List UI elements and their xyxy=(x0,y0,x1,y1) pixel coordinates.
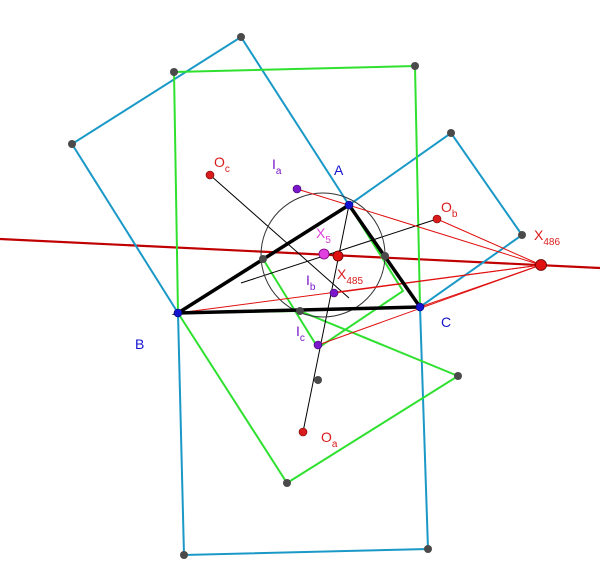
ray-ib-x486 xyxy=(333,264,542,294)
label-oa: Oa xyxy=(321,429,338,450)
label-x486: X486 xyxy=(534,227,560,248)
corner-point xyxy=(424,545,432,553)
point-ib xyxy=(329,288,339,298)
i-points xyxy=(292,184,339,350)
vertex-c xyxy=(415,302,425,312)
label-c: C xyxy=(441,314,451,330)
label-b: B xyxy=(135,336,144,352)
corner-point xyxy=(314,376,322,384)
label-ic: Ic xyxy=(296,323,305,344)
corner-point xyxy=(180,551,188,559)
label-ia: Ia xyxy=(272,156,282,177)
line-oc-ob xyxy=(209,174,350,299)
point-oc xyxy=(205,170,215,180)
label-oc: Oc xyxy=(214,154,230,175)
point-ob xyxy=(432,214,442,224)
label-x485: X485 xyxy=(337,266,363,287)
label-ib: Ib xyxy=(306,272,316,293)
ray-c-x486 xyxy=(419,264,542,308)
corner-point xyxy=(259,255,267,263)
corner-point xyxy=(237,33,245,41)
point-ia xyxy=(292,184,302,194)
point-ic xyxy=(313,340,323,350)
green-square-on-ab xyxy=(261,203,405,350)
x485-x486-line xyxy=(0,237,600,270)
point-oa xyxy=(298,427,308,437)
construction-lines xyxy=(209,174,438,433)
line-oa-through xyxy=(302,204,350,433)
label-x5: X5 xyxy=(316,225,331,246)
corner-point xyxy=(518,231,526,239)
square-corners xyxy=(68,33,526,559)
point-x486 xyxy=(535,259,547,271)
vertex-b xyxy=(173,308,183,318)
point-x5 xyxy=(318,248,330,260)
corner-point xyxy=(68,140,76,148)
corner-point xyxy=(296,307,304,315)
corner-point xyxy=(283,479,291,487)
corner-point xyxy=(411,62,419,70)
ray-ia-x486 xyxy=(296,188,542,266)
vertex-a xyxy=(344,200,354,210)
corner-point xyxy=(381,252,389,260)
square-centers xyxy=(205,170,442,437)
label-a: A xyxy=(334,162,344,178)
green-square-on-bc-inner xyxy=(176,309,461,485)
ray-ob-x486 xyxy=(436,218,542,266)
rays-to-x486 xyxy=(177,188,542,346)
label-ob: Ob xyxy=(441,199,458,220)
corner-point xyxy=(454,372,462,380)
point-x485 xyxy=(332,250,344,262)
vertices xyxy=(173,200,425,318)
corner-point xyxy=(170,68,178,76)
corner-point xyxy=(447,129,455,137)
